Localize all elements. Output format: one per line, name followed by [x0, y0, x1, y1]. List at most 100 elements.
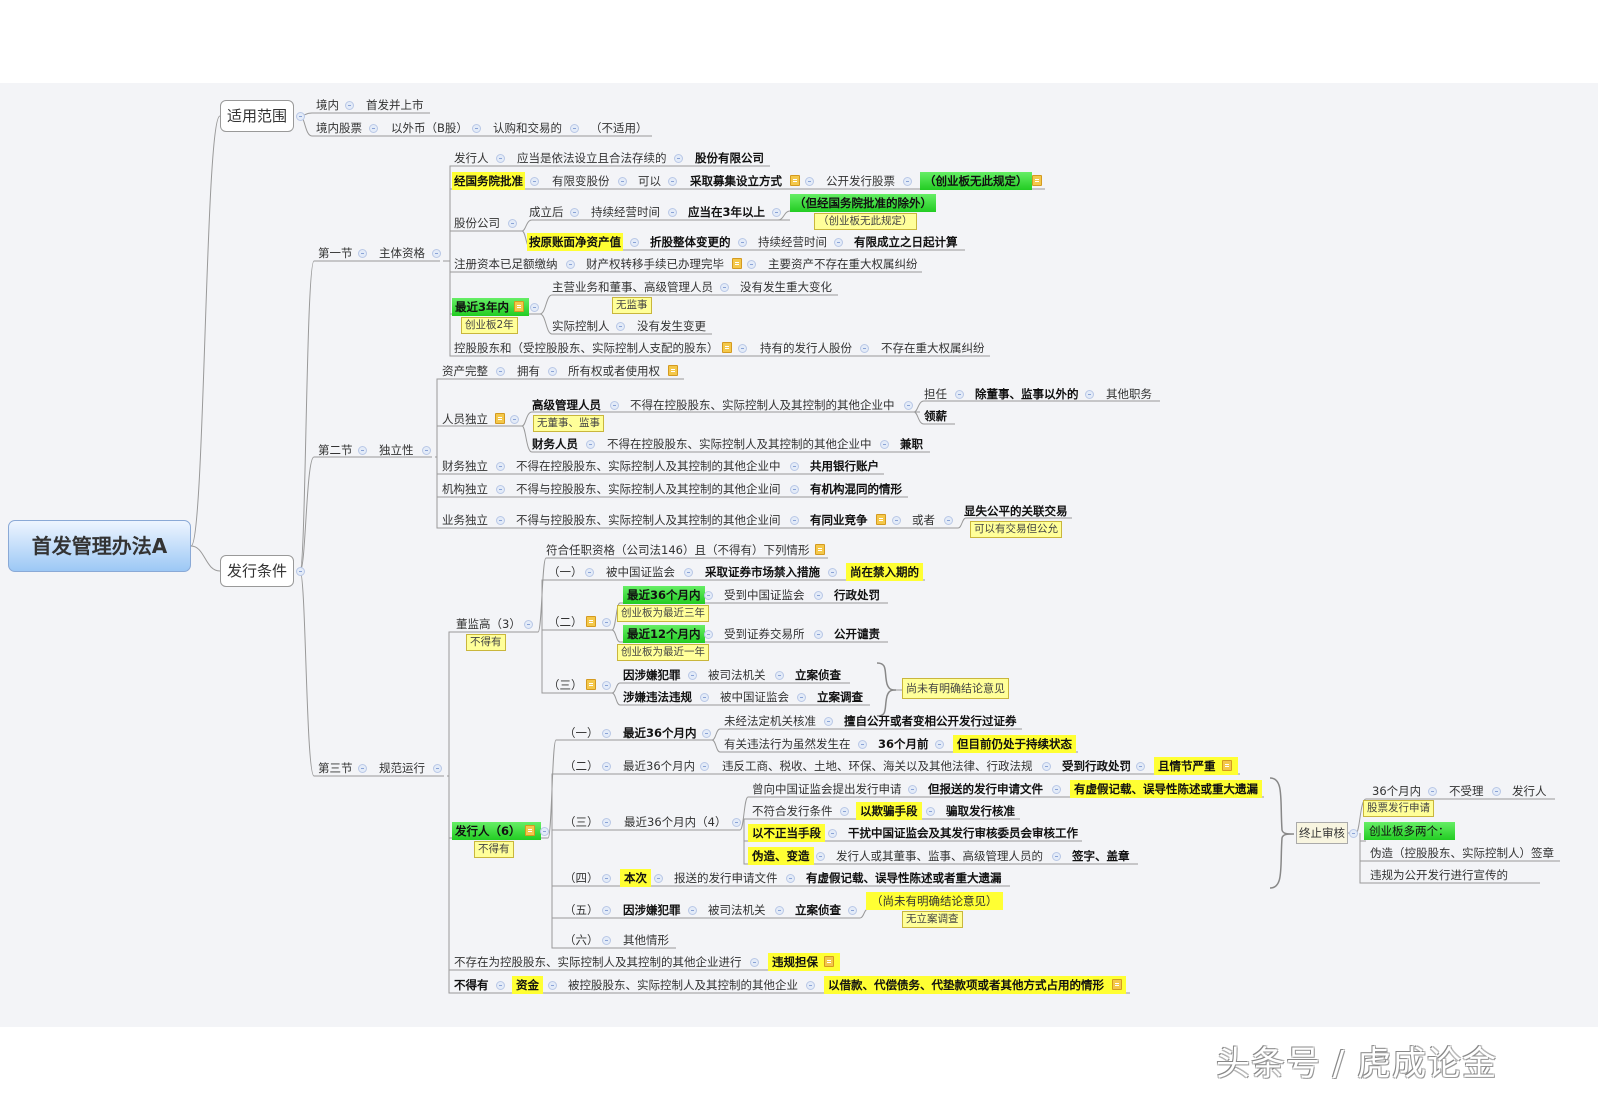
node[interactable]: 骗取发行核准 [946, 804, 1015, 818]
node[interactable]: 干扰中国证监会及其发行审核委员会审核工作 [848, 826, 1078, 840]
node[interactable]: 折股整体变更的 [650, 235, 731, 249]
collapse-icon[interactable] [955, 390, 964, 399]
node[interactable]: （二） [564, 759, 599, 773]
node[interactable]: 注册资本已足额缴纳 [454, 257, 558, 271]
node[interactable]: 有关违法行为虽然发生在 [724, 737, 851, 751]
collapse-icon[interactable] [824, 717, 833, 726]
node[interactable]: 有虚假记载、误导性陈述或重大遗漏 [1070, 780, 1262, 798]
section-3-title[interactable]: 规范运行 [379, 761, 425, 775]
collapse-icon[interactable] [570, 208, 579, 217]
node[interactable]: 发行人 [454, 151, 489, 165]
collapse-icon[interactable] [903, 177, 912, 186]
node[interactable]: 涉嫌违法违规 [623, 690, 692, 704]
node[interactable]: 不存在为控股股东、实际控制人及其控制的其他企业进行 [454, 955, 742, 969]
collapse-icon[interactable] [345, 101, 354, 110]
node[interactable]: 持续经营时间 [591, 205, 660, 219]
collapse-icon[interactable] [1349, 829, 1358, 838]
collapse-icon[interactable] [1052, 785, 1061, 794]
collapse-icon[interactable] [814, 591, 823, 600]
collapse-icon[interactable] [816, 852, 825, 861]
node[interactable]: 被控股股东、实际控制人及其控制的其他企业 [568, 978, 798, 992]
node[interactable]: 因涉嫌犯罪 [623, 668, 681, 682]
node[interactable]: （创业板无此规定） [920, 172, 1032, 190]
node[interactable]: 实际控制人 [552, 319, 610, 333]
collapse-icon[interactable] [750, 958, 759, 967]
collapse-icon[interactable] [828, 568, 837, 577]
collapse-icon[interactable] [1042, 762, 1051, 771]
node[interactable]: 被中国证监会 [720, 690, 789, 704]
section-2[interactable]: 第二节 [318, 443, 353, 457]
node[interactable]: 违规担保 [768, 953, 840, 971]
termination-node[interactable]: 终止审核 [1296, 822, 1348, 844]
note-icon[interactable] [1112, 979, 1122, 990]
section-1[interactable]: 第一节 [318, 246, 353, 260]
node[interactable]: 且情节严重 [1154, 757, 1238, 775]
node[interactable]: 担任 [924, 387, 947, 401]
node[interactable]: 不得在控股股东、实际控制人及其控制的其他企业中 [630, 398, 895, 412]
collapse-icon[interactable] [585, 568, 594, 577]
node[interactable]: 主要资产不存在重大权属纠纷 [768, 257, 918, 271]
collapse-icon[interactable] [668, 208, 677, 217]
collapse-icon[interactable] [602, 906, 611, 915]
collapse-icon[interactable] [496, 462, 505, 471]
collapse-icon[interactable] [732, 818, 741, 827]
node[interactable]: 采取证券市场禁入措施 [705, 565, 820, 579]
node[interactable]: （五） [564, 903, 599, 917]
node[interactable]: 受到中国证监会 [724, 588, 805, 602]
node[interactable]: 最近3年内 [452, 298, 530, 316]
node[interactable]: 以不正当手段 [748, 824, 825, 842]
collapse-icon[interactable] [630, 238, 639, 247]
node[interactable]: 被司法机关 [708, 903, 766, 917]
collapse-icon[interactable] [805, 177, 814, 186]
node[interactable]: 高级管理人员 [532, 398, 601, 412]
collapse-icon[interactable] [840, 807, 849, 816]
collapse-icon[interactable] [684, 568, 693, 577]
node[interactable]: 有限成立之日起计算 [854, 235, 958, 249]
node[interactable]: 兼职 [900, 437, 923, 451]
node[interactable]: 立案调查 [817, 690, 863, 704]
node[interactable]: 股份有限公司 [695, 151, 764, 165]
collapse-icon[interactable] [296, 112, 305, 121]
node[interactable]: 股份公司 [454, 216, 500, 230]
node[interactable]: 尚在禁入期的 [846, 563, 923, 581]
collapse-icon[interactable] [797, 693, 806, 702]
node[interactable]: 最近36个月内 [623, 759, 696, 773]
node[interactable]: 被中国证监会 [606, 565, 675, 579]
node[interactable]: 立案侦查 [795, 668, 841, 682]
node[interactable]: 伪造（控股股东、实际控制人）签章 [1370, 846, 1554, 860]
collapse-icon[interactable] [530, 177, 539, 186]
node[interactable]: 机构独立 [442, 482, 488, 496]
note-icon[interactable] [732, 258, 742, 269]
section-3[interactable]: 第三节 [318, 761, 353, 775]
node[interactable]: 违反工商、税收、土地、环保、海关以及其他法律、行政法规 [722, 759, 1033, 773]
collapse-icon[interactable] [828, 829, 837, 838]
node[interactable]: 资金 [512, 976, 543, 994]
collapse-icon[interactable] [432, 249, 441, 258]
node[interactable]: 控股股东和（受控股股东、实际控制人支配的股东） [454, 341, 719, 355]
node[interactable]: 不得与控股股东、实际控制人及其控制的其他企业间 [516, 513, 781, 527]
node[interactable]: （二） [548, 615, 583, 629]
node[interactable]: 应当在3年以上 [688, 205, 766, 219]
node[interactable]: 以欺骗手段 [856, 802, 922, 820]
collapse-icon[interactable] [668, 177, 677, 186]
node[interactable]: 持有的发行人股份 [760, 341, 852, 355]
node[interactable]: 首发并上市 [366, 98, 424, 112]
node[interactable]: 最近12个月内 [623, 625, 705, 643]
collapse-icon[interactable] [602, 762, 611, 771]
collapse-icon[interactable] [790, 516, 799, 525]
collapse-icon[interactable] [602, 681, 611, 690]
node[interactable]: 签字、盖章 [1072, 849, 1130, 863]
node[interactable]: 采取募集设立方式 [690, 174, 782, 188]
node[interactable]: 发行人（6） [452, 822, 541, 840]
section-1-title[interactable]: 主体资格 [379, 246, 425, 260]
root-topic[interactable]: 首发管理办法A [8, 520, 191, 572]
collapse-icon[interactable] [747, 260, 756, 269]
node[interactable]: 有限变股份 [552, 174, 610, 188]
note-icon[interactable] [495, 413, 505, 424]
collapse-icon[interactable] [616, 322, 625, 331]
collapse-icon[interactable] [654, 874, 663, 883]
collapse-icon[interactable] [772, 208, 781, 217]
node[interactable]: 未经法定机关核准 [724, 714, 816, 728]
collapse-icon[interactable] [508, 219, 517, 228]
collapse-icon[interactable] [496, 981, 505, 990]
